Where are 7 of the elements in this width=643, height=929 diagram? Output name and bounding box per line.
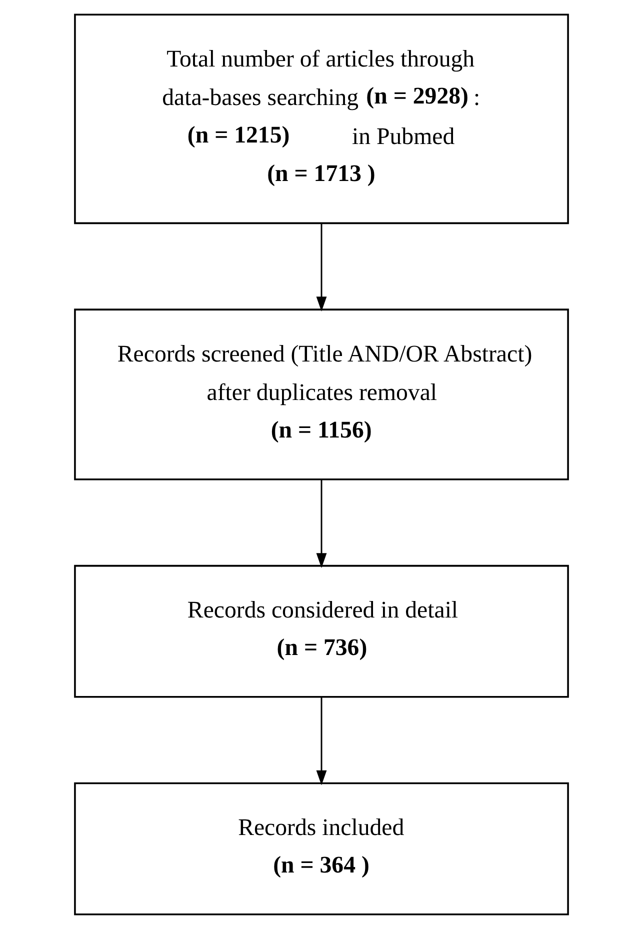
arrow xyxy=(316,480,327,568)
node-box: Total number of articles through data-bases searching (n = 2928): (n = 1215) in Pubmed (n = 1713 ) xyxy=(74,14,569,224)
node-box: Records included (n = 364 ) xyxy=(74,782,569,916)
arrow xyxy=(316,223,327,312)
arrow xyxy=(316,697,327,786)
node-box: Records screened (Title AND/OR Abstract) after duplicates removal (n = 1156) xyxy=(74,308,569,480)
node-box: Records considered in detail (n = 736) xyxy=(74,564,569,698)
